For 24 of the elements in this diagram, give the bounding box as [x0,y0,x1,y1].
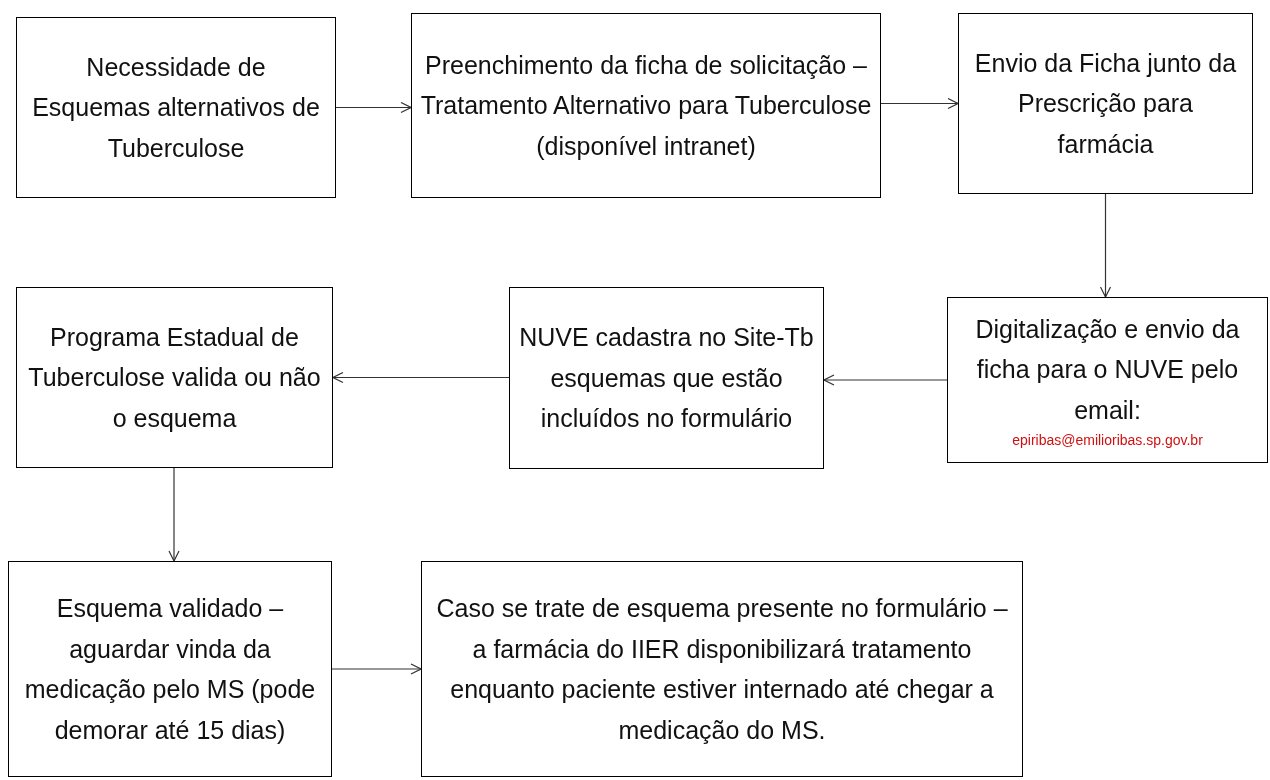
box-text: Esquema validado – aguardar vinda da medicação pelo MS (pode demorar até 15 dias) [23,593,317,746]
process-box [947,297,1268,463]
arrow [331,663,422,675]
process-box [16,17,336,198]
process-box [421,561,1023,777]
box-text: Digitalização e envio da ficha para o NUVE pelo email: [974,313,1241,426]
arrow [335,101,412,114]
process-box [509,287,824,469]
box-text: Preenchimento da ficha de solicitação –Tratamento Alternativo para Tuberculose (disponível intranet) [420,49,872,162]
box-text: NUVE cadastra no Site-Tb esquemas que estão incluídos no formulário [518,322,815,435]
process-box [958,13,1253,194]
box-text: Caso se trate de esquema presente no formulário – a farmácia do IIER disponibilizará tratamento enquanto paciente estiver internado até chegar a medicação do MS. [435,593,1009,746]
arrow [168,467,180,562]
box-text: Programa Estadual de Tuberculose valida ou não o esquema [27,321,322,434]
box-text: Necessidade de Esquemas alternativos de Tuberculose [31,51,321,164]
box-text: Envio da Ficha junto da Prescrição para farmácia [973,47,1238,160]
arrow [332,371,510,384]
process-box [8,561,332,777]
process-box [411,13,881,198]
arrow [1099,193,1112,298]
email-address: epiribas@emilioribas.sp.gov.br [1012,431,1203,451]
process-box [16,287,333,468]
arrow [823,374,948,386]
arrow [880,97,959,110]
